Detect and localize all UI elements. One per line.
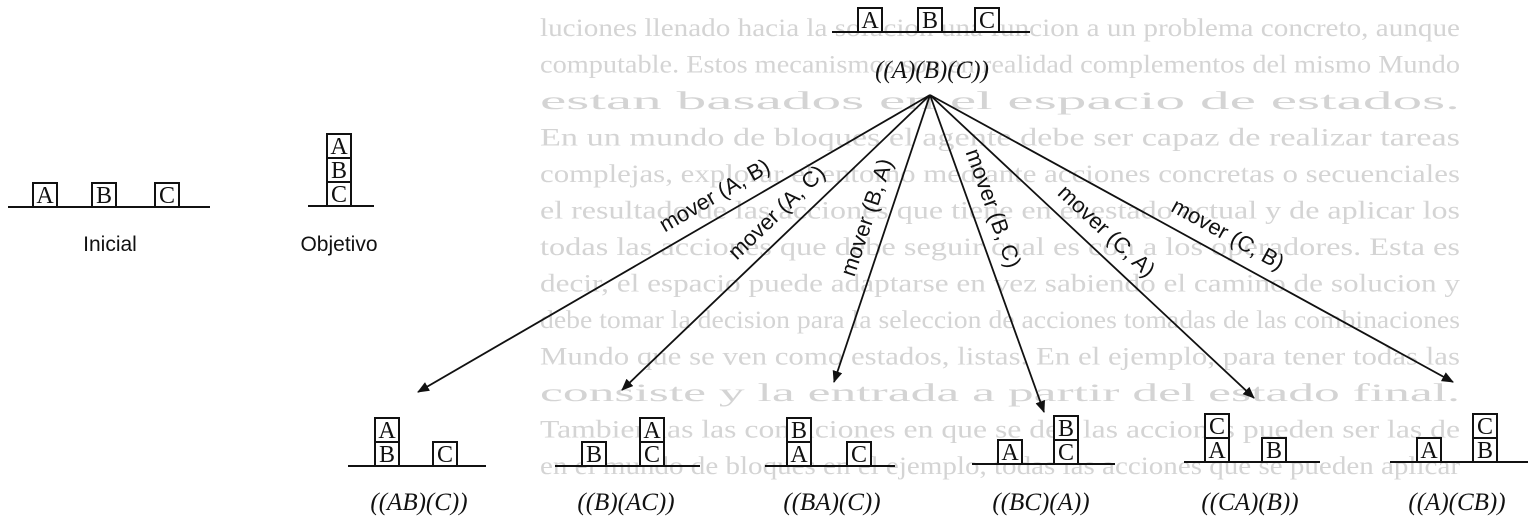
- svg-text:B: B: [1477, 438, 1493, 464]
- block-b: B: [786, 417, 812, 444]
- background-text-line: Mundo que se ven como estados, listas. E…: [540, 344, 1460, 371]
- block-c: C: [326, 181, 352, 208]
- move-arrow: [929, 94, 1255, 399]
- successor-state-label: ((A)(CB)): [1408, 489, 1505, 516]
- svg-text:A: A: [861, 8, 879, 34]
- move-arrow: [929, 94, 1454, 383]
- move-arrows: mover (A, B)mover (A, C)mover (B, A)move…: [417, 94, 1454, 413]
- successor-state: AB C ((BA)(C)): [765, 417, 895, 516]
- svg-text:C: C: [1209, 414, 1225, 440]
- initial-state: A B C Inicial: [8, 182, 210, 256]
- block-c: C: [154, 182, 180, 209]
- svg-text:A: A: [378, 418, 396, 444]
- svg-text:A: A: [330, 134, 348, 160]
- move-arrow: [832, 94, 931, 383]
- svg-text:A: A: [1420, 438, 1438, 464]
- block-a: A: [326, 133, 352, 160]
- svg-text:B: B: [379, 442, 395, 468]
- successor-state-label: ((BC)(A)): [992, 489, 1089, 516]
- background-text-line: complejas, explorar el entorno mediante …: [540, 161, 1460, 188]
- move-arrow: [621, 94, 931, 391]
- successor-state-label: ((AB)(C)): [370, 489, 467, 516]
- svg-text:A: A: [1208, 438, 1226, 464]
- svg-text:B: B: [1058, 416, 1074, 442]
- block-b: B: [1053, 415, 1079, 442]
- svg-text:B: B: [96, 183, 112, 209]
- block-b: B: [1261, 437, 1287, 464]
- svg-text:A: A: [1001, 440, 1019, 466]
- block-c: C: [639, 441, 665, 468]
- block-c: C: [974, 7, 1000, 34]
- svg-text:A: A: [643, 418, 661, 444]
- svg-text:B: B: [1266, 438, 1282, 464]
- svg-text:C: C: [331, 182, 347, 208]
- block-b: B: [917, 7, 943, 34]
- background-text-line: todas las acciones que debe seguir cual …: [540, 234, 1460, 261]
- block-a: A: [786, 441, 812, 468]
- svg-text:B: B: [331, 158, 347, 184]
- successor-state-label: ((B)(AC)): [577, 489, 674, 516]
- move-label: mover (C, A): [1053, 180, 1160, 283]
- background-text-line: estan basados en el espacio de estados.: [540, 88, 1460, 115]
- goal-state: CBA Objetivo: [300, 133, 378, 256]
- svg-text:B: B: [791, 418, 807, 444]
- svg-text:C: C: [644, 442, 660, 468]
- successor-state: A BC ((A)(CB)): [1390, 413, 1528, 516]
- block-c: C: [1472, 413, 1498, 440]
- svg-text:B: B: [586, 442, 602, 468]
- block-b: B: [581, 441, 607, 468]
- block-a: A: [997, 439, 1023, 466]
- svg-text:C: C: [437, 442, 453, 468]
- root-state: A B C ((A)(B)(C)): [832, 7, 1030, 84]
- svg-text:C: C: [979, 8, 995, 34]
- block-c: C: [432, 441, 458, 468]
- move-arrow: [417, 94, 931, 393]
- move-arrow: [929, 94, 1045, 413]
- svg-text:C: C: [1058, 440, 1074, 466]
- block-b: B: [91, 182, 117, 209]
- root-state-label: ((A)(B)(C)): [875, 57, 989, 84]
- block-b: B: [326, 157, 352, 184]
- background-text-line: el resultado de las acciones que tiene e…: [540, 198, 1460, 225]
- initial-caption: Inicial: [83, 233, 137, 256]
- successor-state: B CA ((B)(AC)): [555, 417, 700, 516]
- successor-state: BA C ((AB)(C)): [348, 417, 486, 516]
- block-a: A: [639, 417, 665, 444]
- successor-state-label: ((CA)(B)): [1201, 489, 1298, 516]
- background-text-line: computable. Estos mecanismos son en real…: [540, 52, 1460, 79]
- successor-state-label: ((BA)(C)): [783, 489, 880, 516]
- move-label: mover (C, B): [1167, 193, 1288, 275]
- block-a: A: [857, 7, 883, 34]
- svg-text:A: A: [790, 442, 808, 468]
- block-a: A: [1416, 437, 1442, 464]
- svg-text:C: C: [1477, 414, 1493, 440]
- block-a: A: [1204, 437, 1230, 464]
- svg-text:C: C: [159, 183, 175, 209]
- goal-caption: Objetivo: [300, 233, 377, 256]
- block-c: C: [1204, 413, 1230, 440]
- block-a: A: [32, 182, 58, 209]
- successor-state: AC B ((CA)(B)): [1184, 413, 1320, 516]
- block-b: B: [374, 441, 400, 468]
- block-b: B: [1472, 437, 1498, 464]
- block-a: A: [374, 417, 400, 444]
- svg-text:C: C: [851, 442, 867, 468]
- background-text-line: consiste y la entrada a partir del estad…: [540, 380, 1460, 407]
- block-c: C: [1053, 439, 1079, 466]
- svg-text:A: A: [36, 183, 54, 209]
- successor-state: A CB ((BC)(A)): [972, 415, 1115, 516]
- block-c: C: [846, 441, 872, 468]
- svg-text:B: B: [922, 8, 938, 34]
- background-text-line: En un mundo de bloques el agente debe se…: [540, 125, 1460, 152]
